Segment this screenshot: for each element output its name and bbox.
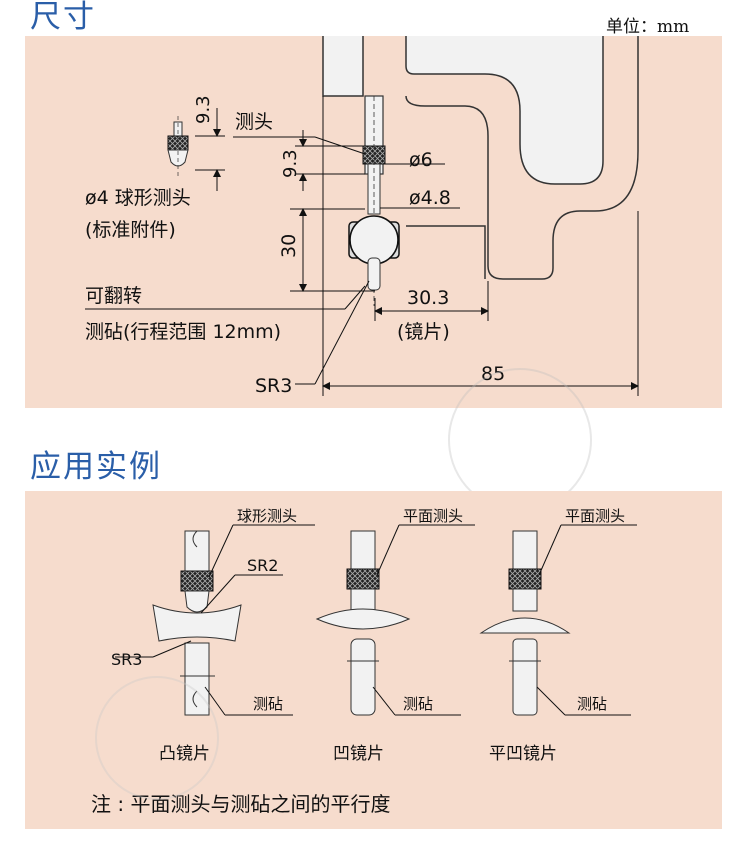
ex3-anvil-label: 测砧 — [577, 695, 607, 713]
ex2-probe-label: 平面测头 — [403, 507, 463, 525]
spindle — [362, 95, 386, 306]
ex3-caption: 平凹镜片 — [489, 744, 557, 764]
usage-title: 应用实例 — [30, 449, 162, 485]
dimension-drawing: 测头 ø6 ø4.8 9.3 9.3 30 ø4 球形测头 (标准附件) 可翻转… — [85, 36, 639, 397]
ex2-anvil-label: 测砧 — [403, 695, 433, 713]
h30-label: 30 — [278, 234, 300, 258]
unit-label: 单位：mm — [606, 17, 690, 37]
w303-label: 30.3 — [407, 287, 449, 309]
lens-label: (镜片) — [397, 321, 450, 343]
d48-label: ø4.8 — [409, 187, 451, 209]
h93a-label: 9.3 — [193, 95, 214, 124]
standard-accessory-label: (标准附件) — [85, 219, 176, 241]
ex1-sr3-label: SR3 — [111, 650, 142, 669]
dimensions-title: 尺寸 — [30, 0, 96, 35]
reversible-label: 可翻转 — [85, 285, 142, 307]
anvil-label: 测砧(行程范围 12mm) — [85, 321, 281, 343]
gauge-frame — [322, 36, 639, 280]
dimensions-panel: 测头 ø6 ø4.8 9.3 9.3 30 ø4 球形测头 (标准附件) 可翻转… — [25, 36, 722, 408]
ex2-caption: 凹镜片 — [333, 744, 384, 764]
ex1-sr2-label: SR2 — [247, 556, 278, 575]
example-convex — [152, 530, 242, 716]
ex3-probe-label: 平面测头 — [565, 507, 625, 525]
d6-label: ø6 — [409, 149, 433, 171]
w85-label: 85 — [481, 363, 505, 385]
ex1-caption: 凸镜片 — [159, 744, 210, 764]
example-concave — [315, 530, 411, 716]
example-plano-concave — [479, 530, 571, 716]
ex1-probe-label: 球形测头 — [237, 507, 297, 525]
usage-panel: 球形测头 SR2 SR3 测砧 凸镜片 平面测头 测砧 凹镜片 平面测头 测砧 … — [25, 491, 722, 829]
anvil — [348, 215, 400, 291]
probe-head-label: 测头 — [235, 111, 273, 133]
sr3-label: SR3 — [255, 375, 292, 397]
usage-drawing: 球形测头 SR2 SR3 测砧 凸镜片 平面测头 测砧 凹镜片 平面测头 测砧 … — [91, 507, 637, 816]
ball-probe — [167, 116, 189, 176]
ex1-anvil-label: 测砧 — [253, 695, 283, 713]
h93b-label: 9.3 — [280, 149, 301, 178]
parallelism-note: 注 : 平面测头与测砧之间的平行度 — [91, 792, 390, 816]
ball-probe-label: ø4 球形测头 — [85, 187, 191, 209]
